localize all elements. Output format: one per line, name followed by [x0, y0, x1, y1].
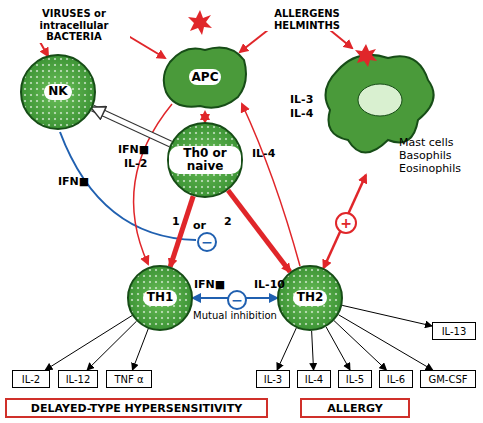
box-label: IL-4 [305, 374, 323, 385]
cytokine-curve [242, 104, 300, 266]
annotation: or [193, 220, 206, 233]
annotation: VIRUSES or intracellular BACTERIA [18, 8, 130, 43]
input-arrow [240, 30, 268, 52]
cytokine-box: TNF α [106, 370, 152, 388]
cytokine-box: IL-3 [256, 370, 290, 388]
annotation: IL-4 [290, 108, 313, 121]
connector [170, 196, 193, 266]
cell-label: Mast cells Basophils Eosinophils [399, 136, 475, 175]
edge-number: 1 [172, 216, 180, 229]
apc-blob [164, 48, 246, 108]
connector [312, 331, 314, 370]
input-arrow [330, 30, 352, 48]
annotation: IL-10 [254, 279, 285, 292]
cell-circle: TH2 [277, 265, 343, 331]
cell-label: APC [189, 69, 222, 85]
connector-line [277, 328, 296, 370]
box-label: IL-12 [66, 374, 91, 385]
connector-line [87, 321, 136, 370]
antigen-star [355, 44, 377, 67]
antigen-star [188, 10, 212, 35]
connector-line [228, 190, 290, 271]
box-label: GM-CSF [428, 374, 467, 385]
annotation: IFN■ [194, 279, 225, 292]
box-label: ALLERGY [327, 402, 382, 415]
connector-line [204, 112, 206, 122]
nucleus [358, 84, 402, 116]
box-label: DELAYED-TYPE HYPERSENSITIVITY [31, 402, 242, 415]
annotation: IL-2 [124, 158, 147, 171]
connector-line [92, 108, 170, 144]
cell-label: TH1 [143, 290, 178, 305]
box-label: IL-5 [346, 374, 364, 385]
cell-blob: APC [160, 42, 250, 112]
annotation: Mutual inhibition [190, 310, 280, 322]
cell-label: Th0 or naive [169, 146, 241, 174]
inhibition-sign: − [197, 232, 217, 252]
annotation: IL-3 [290, 94, 313, 107]
box-label: IL-6 [387, 374, 405, 385]
edge-sign: + [335, 212, 357, 234]
box-label: IL-3 [264, 374, 282, 385]
annotation: ALLERGENS HELMINTHS [262, 8, 352, 31]
connector [92, 108, 170, 144]
edge-sign: − [227, 290, 247, 310]
connector-line [326, 327, 350, 370]
input-arrow [40, 42, 48, 56]
annotation: IL-4 [252, 148, 275, 161]
cytokine-box: GM-CSF [420, 370, 476, 388]
box-label: IL-13 [442, 326, 467, 337]
annotation: IFN■ [58, 176, 89, 189]
cell-circle: NK [20, 54, 96, 130]
connector-line [324, 175, 366, 268]
box-label: TNF α [114, 374, 143, 385]
connector-line [132, 329, 148, 370]
cytokine-box: IL-13 [432, 322, 476, 340]
connector-line [170, 196, 193, 266]
cell-circle: TH1 [127, 265, 193, 331]
connector-line [45, 316, 132, 370]
outcome-box: ALLERGY [300, 398, 410, 418]
connector [132, 329, 148, 370]
connector-line [342, 305, 432, 326]
annotation: IFN■ [118, 144, 149, 157]
connector-outline [92, 108, 170, 144]
cytokine-box: IL-4 [297, 370, 331, 388]
connector-line [312, 331, 314, 370]
cytokine-box: IL-5 [338, 370, 372, 388]
cytokine-box: IL-6 [379, 370, 413, 388]
cell-blob: Mast cells Basophils Eosinophils [318, 40, 475, 175]
connector [205, 112, 206, 122]
connector [45, 316, 132, 370]
cytokine-box: IL-2 [12, 370, 50, 388]
connector [87, 321, 136, 370]
connector [342, 305, 432, 326]
connector [326, 327, 350, 370]
cell-circle: Th0 or naive [167, 122, 243, 198]
cell-label: TH2 [293, 290, 328, 305]
cell-label: NK [44, 84, 71, 99]
outcome-box: DELAYED-TYPE HYPERSENSITIVITY [5, 398, 268, 418]
cytokine-box: IL-12 [58, 370, 98, 388]
connector [228, 190, 290, 271]
connector [324, 175, 366, 268]
edge-number: 2 [224, 216, 232, 229]
connector [277, 328, 296, 370]
box-label: IL-2 [22, 374, 40, 385]
